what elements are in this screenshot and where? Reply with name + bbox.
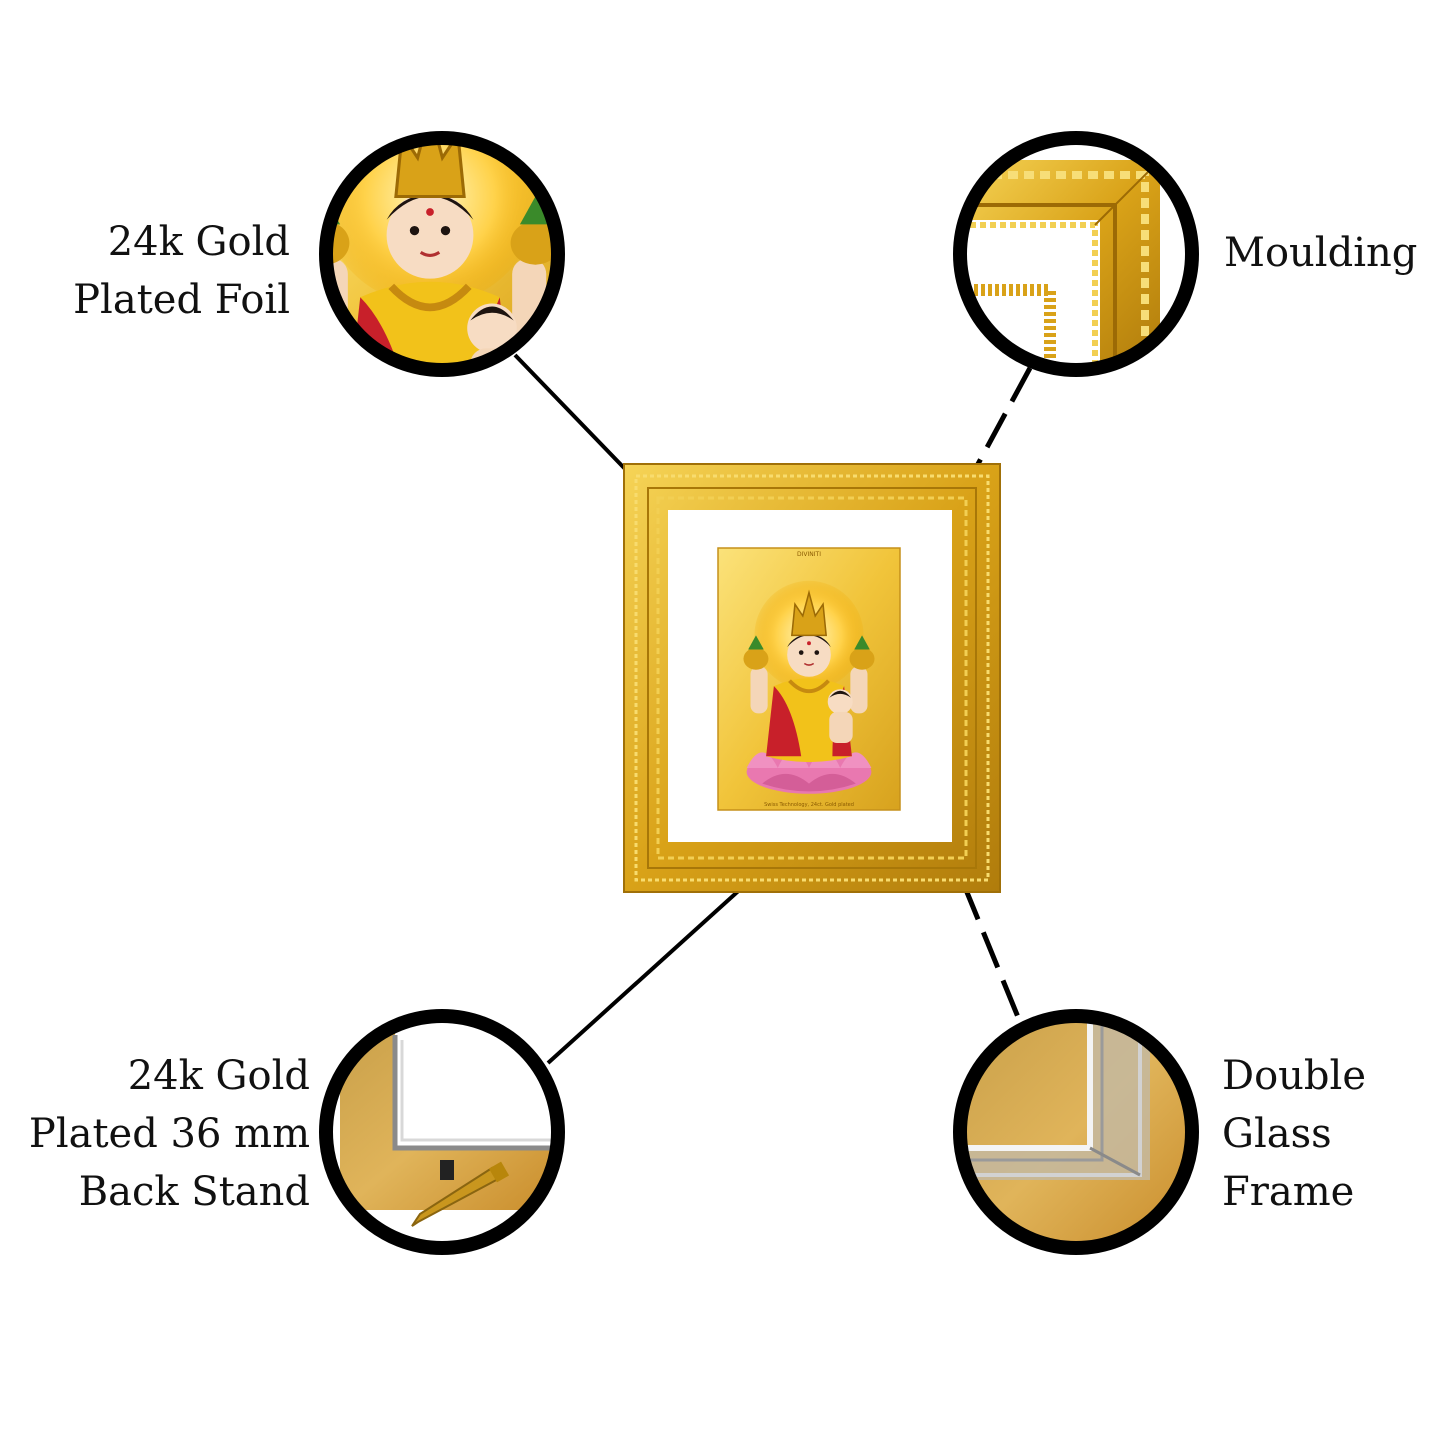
label-double-glass-frame: Double Glass Frame — [1222, 1047, 1437, 1221]
label-back-stand: 24k Gold Plated 36 mm Back Stand — [0, 1047, 310, 1221]
zoom-ring-double-glass — [953, 1009, 1199, 1255]
zoom-ring-back-stand — [319, 1009, 565, 1255]
label-stand-line-3: Back Stand — [78, 1169, 310, 1215]
label-foil-line-1: 24k Gold — [107, 219, 290, 265]
back-stand-icon — [340, 1030, 558, 1227]
frame-corner-icon — [960, 159, 1161, 370]
zoom-circle-back-stand — [319, 1009, 565, 1255]
zoom-circle-foil — [319, 131, 565, 377]
glass-corner-icon — [960, 1016, 1150, 1180]
zoom-circle-double-glass — [953, 1009, 1199, 1255]
label-glass-line-1: Double — [1222, 1053, 1366, 1099]
framed-photo: DIVINITI Swiss Technology, 24ct. Gold pl… — [623, 463, 1001, 893]
label-stand-line-1: 24k Gold — [127, 1053, 310, 1099]
label-moulding-line-1: Moulding — [1224, 230, 1418, 276]
zoom-ring-foil — [319, 131, 565, 377]
label-glass-line-2: Glass — [1222, 1111, 1332, 1157]
deity-artwork — [741, 578, 877, 796]
zoom-ring-moulding — [953, 131, 1199, 377]
label-glass-line-3: Frame — [1222, 1169, 1355, 1215]
print-footer: Swiss Technology, 24ct. Gold plated — [764, 802, 854, 808]
label-foil-line-2: Plated Foil — [73, 277, 290, 323]
label-gold-plated-foil: 24k Gold Plated Foil — [40, 213, 290, 329]
label-moulding: Moulding — [1224, 224, 1439, 282]
zoom-circle-moulding — [953, 131, 1199, 377]
label-stand-line-2: Plated 36 mm — [28, 1111, 310, 1157]
print-brand: DIVINITI — [797, 551, 821, 558]
